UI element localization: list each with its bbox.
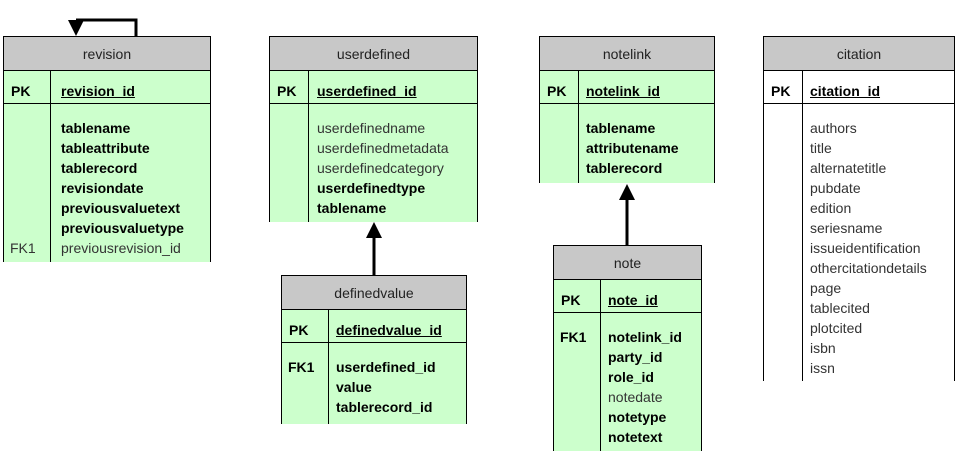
entity-userdefined[interactable]: userdefined PK userdefined_id userdefine…: [269, 36, 478, 222]
definedvalue-userdefined-arrowhead: [366, 222, 382, 238]
attribute: othercitationdetails: [810, 260, 927, 276]
fk-label: FK1: [10, 240, 36, 256]
attribute: attributename: [586, 140, 679, 156]
attribute: title: [810, 140, 832, 156]
pk-label: PK: [764, 71, 803, 103]
attribute: revisiondate: [61, 180, 144, 196]
fk-label: [10, 158, 50, 178]
fk-label: [560, 367, 600, 387]
entity-title: citation: [764, 37, 954, 71]
attribute: notedate: [608, 389, 663, 405]
attribute: isbn: [810, 340, 836, 356]
attribute: previousvaluetype: [61, 220, 184, 236]
fk-label: [288, 397, 328, 417]
entity-notelink[interactable]: notelink PK notelink_id tablename attrib…: [539, 36, 715, 183]
attribute: tablerecord: [61, 160, 138, 176]
attribute: party_id: [608, 349, 663, 365]
fk-label: [10, 138, 50, 158]
attribute: tableattribute: [61, 140, 150, 156]
attribute: plotcited: [810, 320, 863, 336]
primary-key-field: userdefined_id: [317, 83, 417, 99]
attribute: tablename: [61, 120, 131, 136]
attribute: edition: [810, 200, 852, 216]
fk-label: [10, 118, 50, 138]
fk-label: [560, 407, 600, 427]
pk-label: PK: [4, 71, 51, 103]
attribute: notetext: [608, 429, 663, 445]
attribute: issueidentification: [810, 240, 921, 256]
attribute: tablecited: [810, 300, 870, 316]
fk-label: FK1: [288, 359, 315, 375]
attribute: tablename: [586, 120, 656, 136]
entity-title: notelink: [540, 37, 714, 71]
attribute: tablerecord_id: [336, 399, 433, 415]
attribute: alternatetitle: [810, 160, 887, 176]
attribute: tablerecord: [586, 160, 663, 176]
attribute: userdefinedname: [317, 120, 426, 136]
fk-label: [288, 377, 328, 397]
fk-label: [560, 347, 600, 367]
fk-label: [10, 178, 50, 198]
primary-key-field: definedvalue_id: [336, 322, 442, 338]
attribute: userdefinedmetadata: [317, 140, 449, 156]
attribute: seriesname: [810, 220, 883, 236]
note-notelink-arrowhead: [619, 184, 635, 200]
revision-self-reference-line: [76, 18, 138, 36]
primary-key-field: notelink_id: [586, 83, 660, 99]
fk-label: [560, 427, 600, 447]
attribute: role_id: [608, 369, 654, 385]
entity-note[interactable]: note PK note_id FK1 notelink_id party_id…: [553, 245, 702, 451]
primary-key-field: revision_id: [61, 83, 135, 99]
entity-title: definedvalue: [282, 276, 466, 310]
attribute: userdefinedtype: [317, 180, 426, 196]
attribute: notetype: [608, 409, 667, 425]
pk-label: PK: [540, 71, 579, 103]
fk-label: [10, 198, 50, 218]
fk-label: [560, 387, 600, 407]
attribute: authors: [810, 120, 857, 136]
attribute: value: [336, 379, 372, 395]
primary-key-field: citation_id: [810, 83, 881, 99]
revision-self-reference-arrowhead: [68, 20, 84, 36]
attribute: previousvaluetext: [61, 200, 181, 216]
entity-citation[interactable]: citation PK citation_id authors title al…: [763, 36, 955, 381]
fk-label: FK1: [560, 329, 587, 345]
entity-definedvalue[interactable]: definedvalue PK definedvalue_id FK1 user…: [281, 275, 467, 424]
entity-title: revision: [4, 37, 210, 71]
entity-title: userdefined: [270, 37, 477, 71]
attribute: page: [810, 280, 842, 296]
pk-label: PK: [282, 310, 329, 342]
entity-title: note: [554, 246, 701, 280]
primary-key-field: note_id: [608, 292, 658, 308]
pk-label: PK: [270, 71, 309, 103]
attribute: tablename: [317, 200, 387, 216]
attribute: pubdate: [810, 180, 861, 196]
pk-label: PK: [554, 280, 601, 312]
attribute: userdefinedcategory: [317, 160, 444, 176]
attribute: previousrevision_id: [61, 240, 181, 256]
entity-revision[interactable]: revision PK revision_id FK1 tablename ta…: [3, 36, 211, 262]
attribute: userdefined_id: [336, 359, 436, 375]
attribute: issn: [810, 360, 835, 376]
fk-label: [10, 218, 50, 238]
attribute: notelink_id: [608, 329, 682, 345]
